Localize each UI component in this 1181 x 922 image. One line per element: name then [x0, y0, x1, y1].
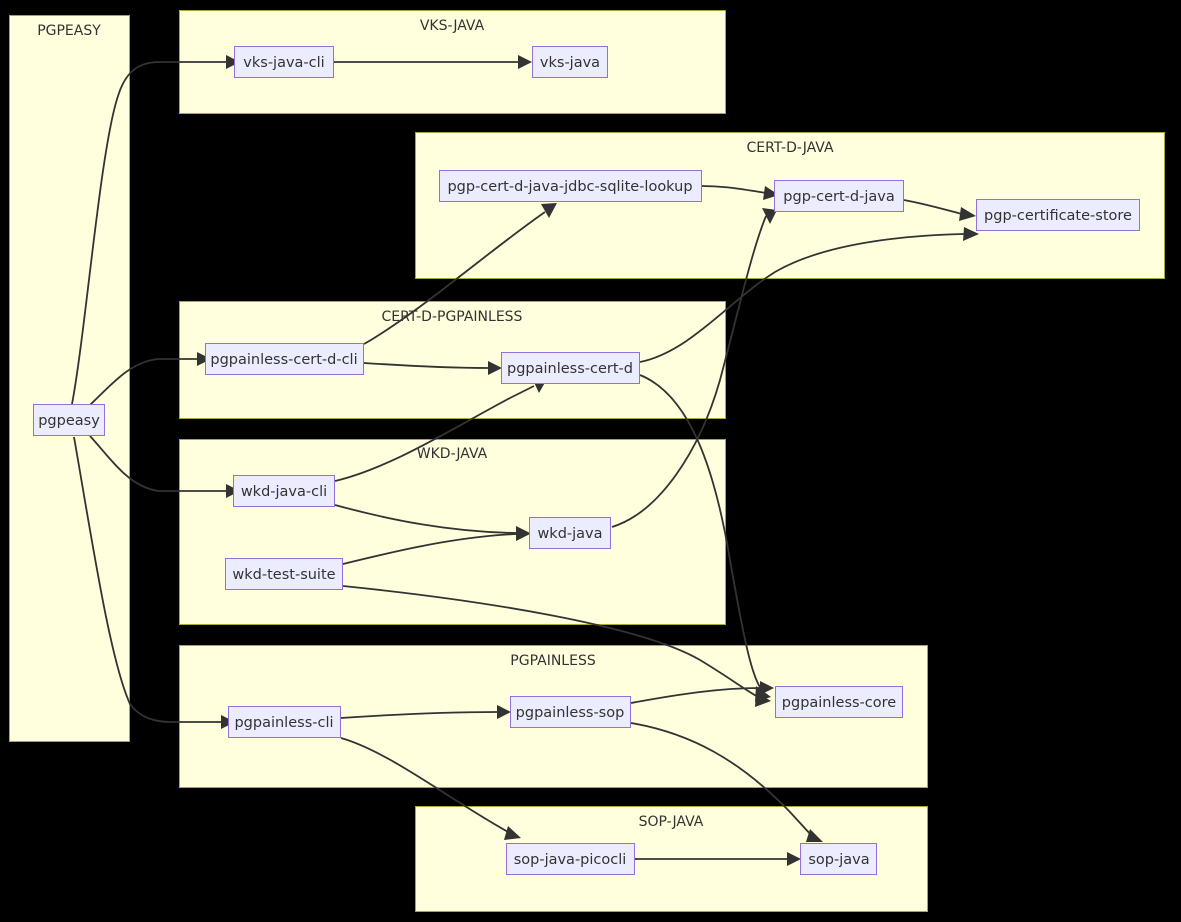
node-label-pgpainless-cert-d: pgpainless-cert-d	[507, 361, 633, 377]
cluster-group: PGPEASY VKS-JAVA CERT-D-JAVA CERT-D-PGPA…	[9, 10, 1165, 912]
node-label-pgpainless-cli: pgpainless-cli	[234, 715, 333, 731]
node-label-pgpainless-core: pgpainless-core	[782, 695, 896, 711]
node-label-wkd-test-suite: wkd-test-suite	[232, 567, 335, 583]
cluster-rect-wkd-java	[179, 439, 726, 625]
node-pgp-cert-d-java-jdbc-sqlite-lookup[interactable]: pgp-cert-d-java-jdbc-sqlite-lookup	[439, 170, 702, 202]
node-label-pgp-cert-d-java: pgp-cert-d-java	[783, 189, 894, 205]
edge-wkd-test-suite-to-pgpainless-core	[342, 585, 771, 707]
node-label-pgpainless-cert-d-cli: pgpainless-cert-d-cli	[210, 352, 357, 368]
edge-pgpainless-cert-d-to-pgp-certificate-store	[639, 227, 979, 363]
node-rect-vks-java-cli	[234, 46, 334, 78]
arrow-head-icon	[497, 705, 511, 719]
node-pgpainless-cli[interactable]: pgpainless-cli	[228, 706, 341, 738]
edge-jdbc-sqlite-lookup-to-pgp-cert-d-java	[700, 185, 779, 200]
node-pgpainless-cert-d[interactable]: pgpainless-cert-d	[501, 352, 640, 384]
arrow-head-icon	[787, 852, 801, 866]
node-vks-java-cli[interactable]: vks-java-cli	[234, 46, 334, 78]
node-wkd-test-suite[interactable]: wkd-test-suite	[225, 558, 343, 590]
edge-pgpainless-cert-d-cli-to-jdbc-sqlite-lookup	[363, 203, 557, 345]
edge-pgpainless-cli-to-sop-java-picocli	[340, 737, 521, 840]
node-label-vks-java-cli: vks-java-cli	[243, 55, 324, 71]
node-rect-wkd-test-suite	[225, 558, 343, 590]
arrow-head-icon	[226, 55, 240, 69]
edge-pgpainless-sop-to-sop-java	[630, 722, 823, 842]
arrow-head-icon	[959, 207, 976, 221]
arrow-head-icon	[762, 208, 777, 224]
edge-wkd-test-suite-to-wkd-java	[342, 527, 530, 565]
node-pgp-certificate-store[interactable]: pgp-certificate-store	[976, 199, 1140, 231]
edge-pgpeasy-to-vks-java-cli	[71, 55, 240, 405]
node-label-wkd-java-cli: wkd-java-cli	[241, 484, 327, 500]
cluster-label-pgpeasy: PGPEASY	[37, 23, 101, 39]
node-rect-pgpainless-cert-d	[501, 352, 640, 384]
arrow-head-icon	[488, 361, 502, 375]
cluster-rect-pgpeasy	[9, 15, 130, 742]
node-label-sop-java-picocli: sop-java-picocli	[514, 852, 627, 868]
edge-pgpainless-sop-to-pgpainless-core	[630, 681, 774, 704]
arrow-head-icon	[197, 352, 211, 366]
node-rect-wkd-java	[529, 517, 611, 549]
cluster-label-cert-d-java: CERT-D-JAVA	[746, 140, 834, 156]
arrow-head-icon	[763, 186, 779, 200]
node-label-wkd-java: wkd-java	[537, 526, 602, 542]
node-rect-pgpainless-cert-d-cli	[205, 343, 364, 375]
arrow-head-icon	[760, 681, 774, 695]
node-rect-vks-java	[532, 46, 608, 78]
edge-pgpainless-cert-d-cli-to-pgpainless-cert-d	[363, 361, 502, 375]
cluster-pgpeasy[interactable]: PGPEASY	[9, 15, 130, 742]
node-pgpainless-core[interactable]: pgpainless-core	[775, 686, 903, 718]
node-label-pgp-certificate-store: pgp-certificate-store	[984, 208, 1132, 224]
cluster-label-pgpainless: PGPAINLESS	[510, 653, 596, 669]
arrow-head-icon	[518, 55, 532, 69]
node-rect-pgpainless-core	[775, 686, 903, 718]
node-pgpainless-cert-d-cli[interactable]: pgpainless-cert-d-cli	[205, 343, 364, 375]
edge-pgpeasy-to-pgpainless-cert-d-cli	[89, 352, 211, 406]
arrow-head-icon	[516, 527, 530, 541]
edge-pgp-cert-d-java-to-pgp-certificate-store	[903, 199, 976, 221]
node-rect-pgpainless-sop	[510, 696, 631, 728]
node-sop-java-picocli[interactable]: sop-java-picocli	[506, 843, 635, 875]
cluster-wkd-java[interactable]: WKD-JAVA	[179, 439, 726, 625]
node-vks-java[interactable]: vks-java	[532, 46, 608, 78]
edge-sop-java-picocli-to-sop-java	[634, 852, 801, 866]
node-wkd-java-cli[interactable]: wkd-java-cli	[233, 475, 335, 507]
node-rect-sop-java	[800, 843, 877, 875]
node-pgp-cert-d-java[interactable]: pgp-cert-d-java	[774, 180, 904, 212]
node-rect-pgp-certificate-store	[976, 199, 1140, 231]
node-rect-pgp-cert-d-java-jdbc-sqlite-lookup	[439, 170, 702, 202]
node-rect-pgp-cert-d-java	[774, 180, 904, 212]
arrow-head-icon	[541, 203, 557, 218]
node-rect-sop-java-picocli	[506, 843, 635, 875]
edge-wkd-java-to-pgp-cert-d-java	[611, 208, 777, 528]
node-rect-pgpainless-cli	[228, 706, 341, 738]
node-rect-pgpeasy	[33, 404, 105, 436]
node-label-sop-java: sop-java	[808, 852, 869, 868]
cluster-label-cert-d-pgpainless: CERT-D-PGPAINLESS	[382, 309, 523, 325]
cluster-label-sop-java: SOP-JAVA	[639, 814, 704, 830]
cluster-label-wkd-java: WKD-JAVA	[417, 446, 488, 462]
node-pgpainless-sop[interactable]: pgpainless-sop	[510, 696, 631, 728]
node-label-pgpainless-sop: pgpainless-sop	[516, 705, 625, 721]
arrow-head-icon	[963, 227, 979, 241]
cluster-label-vks-java: VKS-JAVA	[420, 18, 485, 34]
node-wkd-java[interactable]: wkd-java	[529, 517, 611, 549]
node-label-pgp-cert-d-java-jdbc-sqlite-lookup: pgp-cert-d-java-jdbc-sqlite-lookup	[447, 179, 692, 195]
node-label-pgpeasy: pgpeasy	[38, 413, 100, 429]
node-rect-wkd-java-cli	[233, 475, 335, 507]
edge-vks-java-cli-to-vks-java	[334, 55, 532, 69]
arrow-head-icon	[504, 826, 521, 840]
node-group: pgpeasy vks-java-cli vks-java pgp-cert-d…	[33, 46, 1140, 875]
node-pgpeasy[interactable]: pgpeasy	[33, 404, 105, 436]
edge-pgpainless-cli-to-pgpainless-sop	[340, 705, 511, 719]
arrow-head-icon	[755, 692, 771, 707]
node-label-vks-java: vks-java	[540, 55, 600, 71]
node-sop-java[interactable]: sop-java	[800, 843, 877, 875]
arrow-head-icon	[806, 829, 823, 842]
